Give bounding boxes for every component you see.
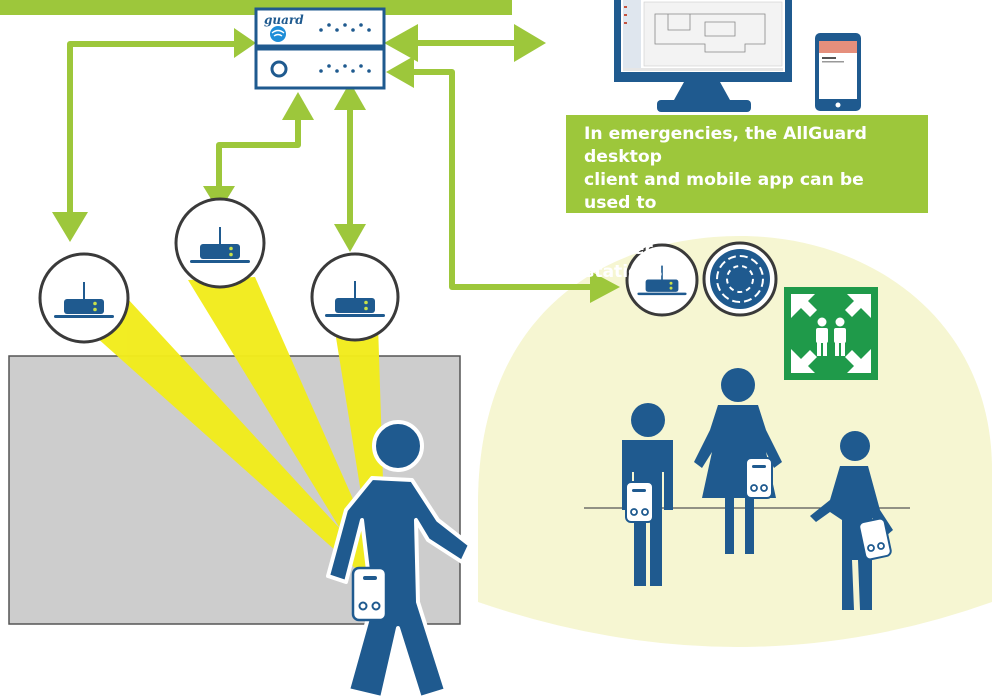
- caption-line-4: stations.: [584, 262, 669, 282]
- muster-reader-badge: [702, 241, 778, 317]
- signal-beam-left: [40, 285, 379, 576]
- server-rack: guard: [254, 7, 386, 90]
- signal-beam-middle: [188, 277, 386, 576]
- caption-line-1: In emergencies, the AllGuard desktop: [584, 124, 867, 167]
- caption-line-3: perform emergency roll-call at muster: [584, 216, 880, 259]
- wearable-tag-icon: [745, 457, 773, 499]
- reader-left: [38, 252, 130, 344]
- person-man-left: [622, 403, 673, 586]
- mobile-phone-icon: [815, 33, 861, 111]
- server-logo: guard: [264, 13, 304, 27]
- link-server-muster: [395, 69, 596, 290]
- caption-box: In emergencies, the AllGuard desktop cli…: [566, 115, 928, 282]
- person-woman: [694, 368, 782, 554]
- person-walking: [326, 420, 472, 698]
- reader-muster: [625, 243, 699, 317]
- server-leds: [319, 23, 371, 73]
- wearable-tag-icon: [351, 566, 388, 622]
- link-server-reader-left: [67, 41, 250, 228]
- reader-middle: [174, 197, 266, 289]
- wearable-tag-icon: [625, 481, 654, 523]
- reader-right: [310, 252, 400, 342]
- server-rack-icon: [270, 26, 288, 78]
- person-man-right: [810, 431, 893, 610]
- desktop-monitor-icon: [614, 0, 792, 112]
- muster-point-sign-icon: [784, 287, 878, 380]
- link-server-reader-middle: [216, 110, 301, 196]
- caption-line-2: client and mobile app can be used to: [584, 170, 864, 213]
